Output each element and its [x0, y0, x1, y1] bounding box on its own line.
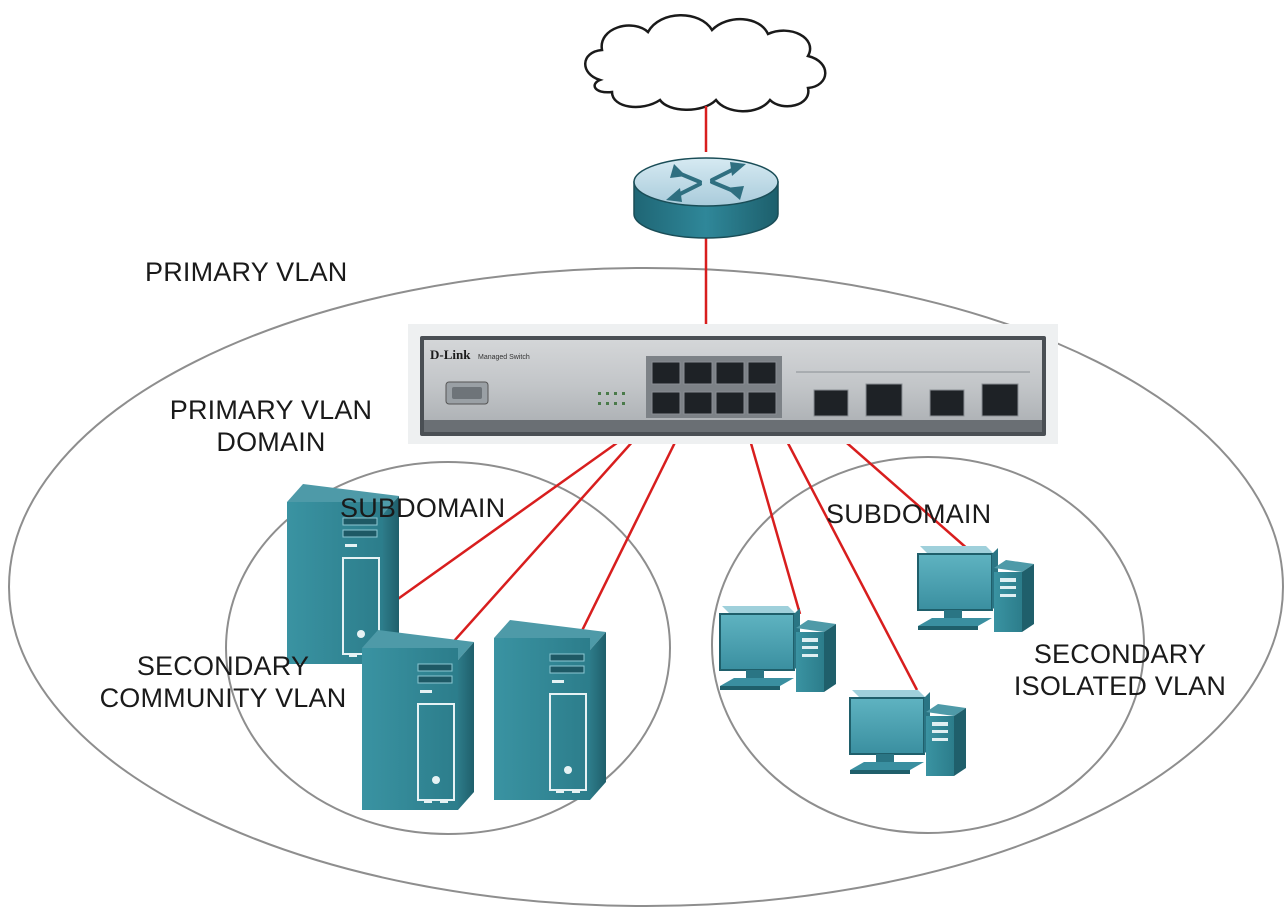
isolated-subdomain-ellipse [711, 456, 1145, 834]
workstation-icon [849, 689, 967, 777]
server-icon [493, 619, 607, 801]
label-primary-vlan: PRIMARY VLAN [145, 257, 348, 287]
workstation-icon [719, 605, 837, 693]
label-subdomain-left: SUBDOMAIN [340, 493, 506, 523]
community-subdomain-ellipse [225, 461, 671, 835]
switch-brand: D-Link [430, 347, 471, 362]
workstation-icon [917, 545, 1035, 633]
label-secondary-isolated-vlan: SECONDARY ISOLATED VLAN [1013, 639, 1227, 702]
link-switch-workstation-2 [766, 404, 919, 691]
link-switch-server-3 [568, 407, 694, 656]
router-icon [633, 157, 779, 239]
label-secondary-community-vlan: SECONDARY COMMUNITY VLAN [99, 651, 347, 714]
label-subdomain-right: SUBDOMAIN [826, 499, 992, 529]
primary-vlan-ellipse [8, 267, 1284, 907]
server-icon [361, 629, 475, 811]
cloud-icon [584, 14, 827, 113]
switch-icon: D-Link Managed Switch [408, 324, 1058, 444]
label-primary-vlan-domain: PRIMARY VLAN DOMAIN [169, 395, 373, 458]
switch-subtitle: Managed Switch [478, 354, 530, 361]
